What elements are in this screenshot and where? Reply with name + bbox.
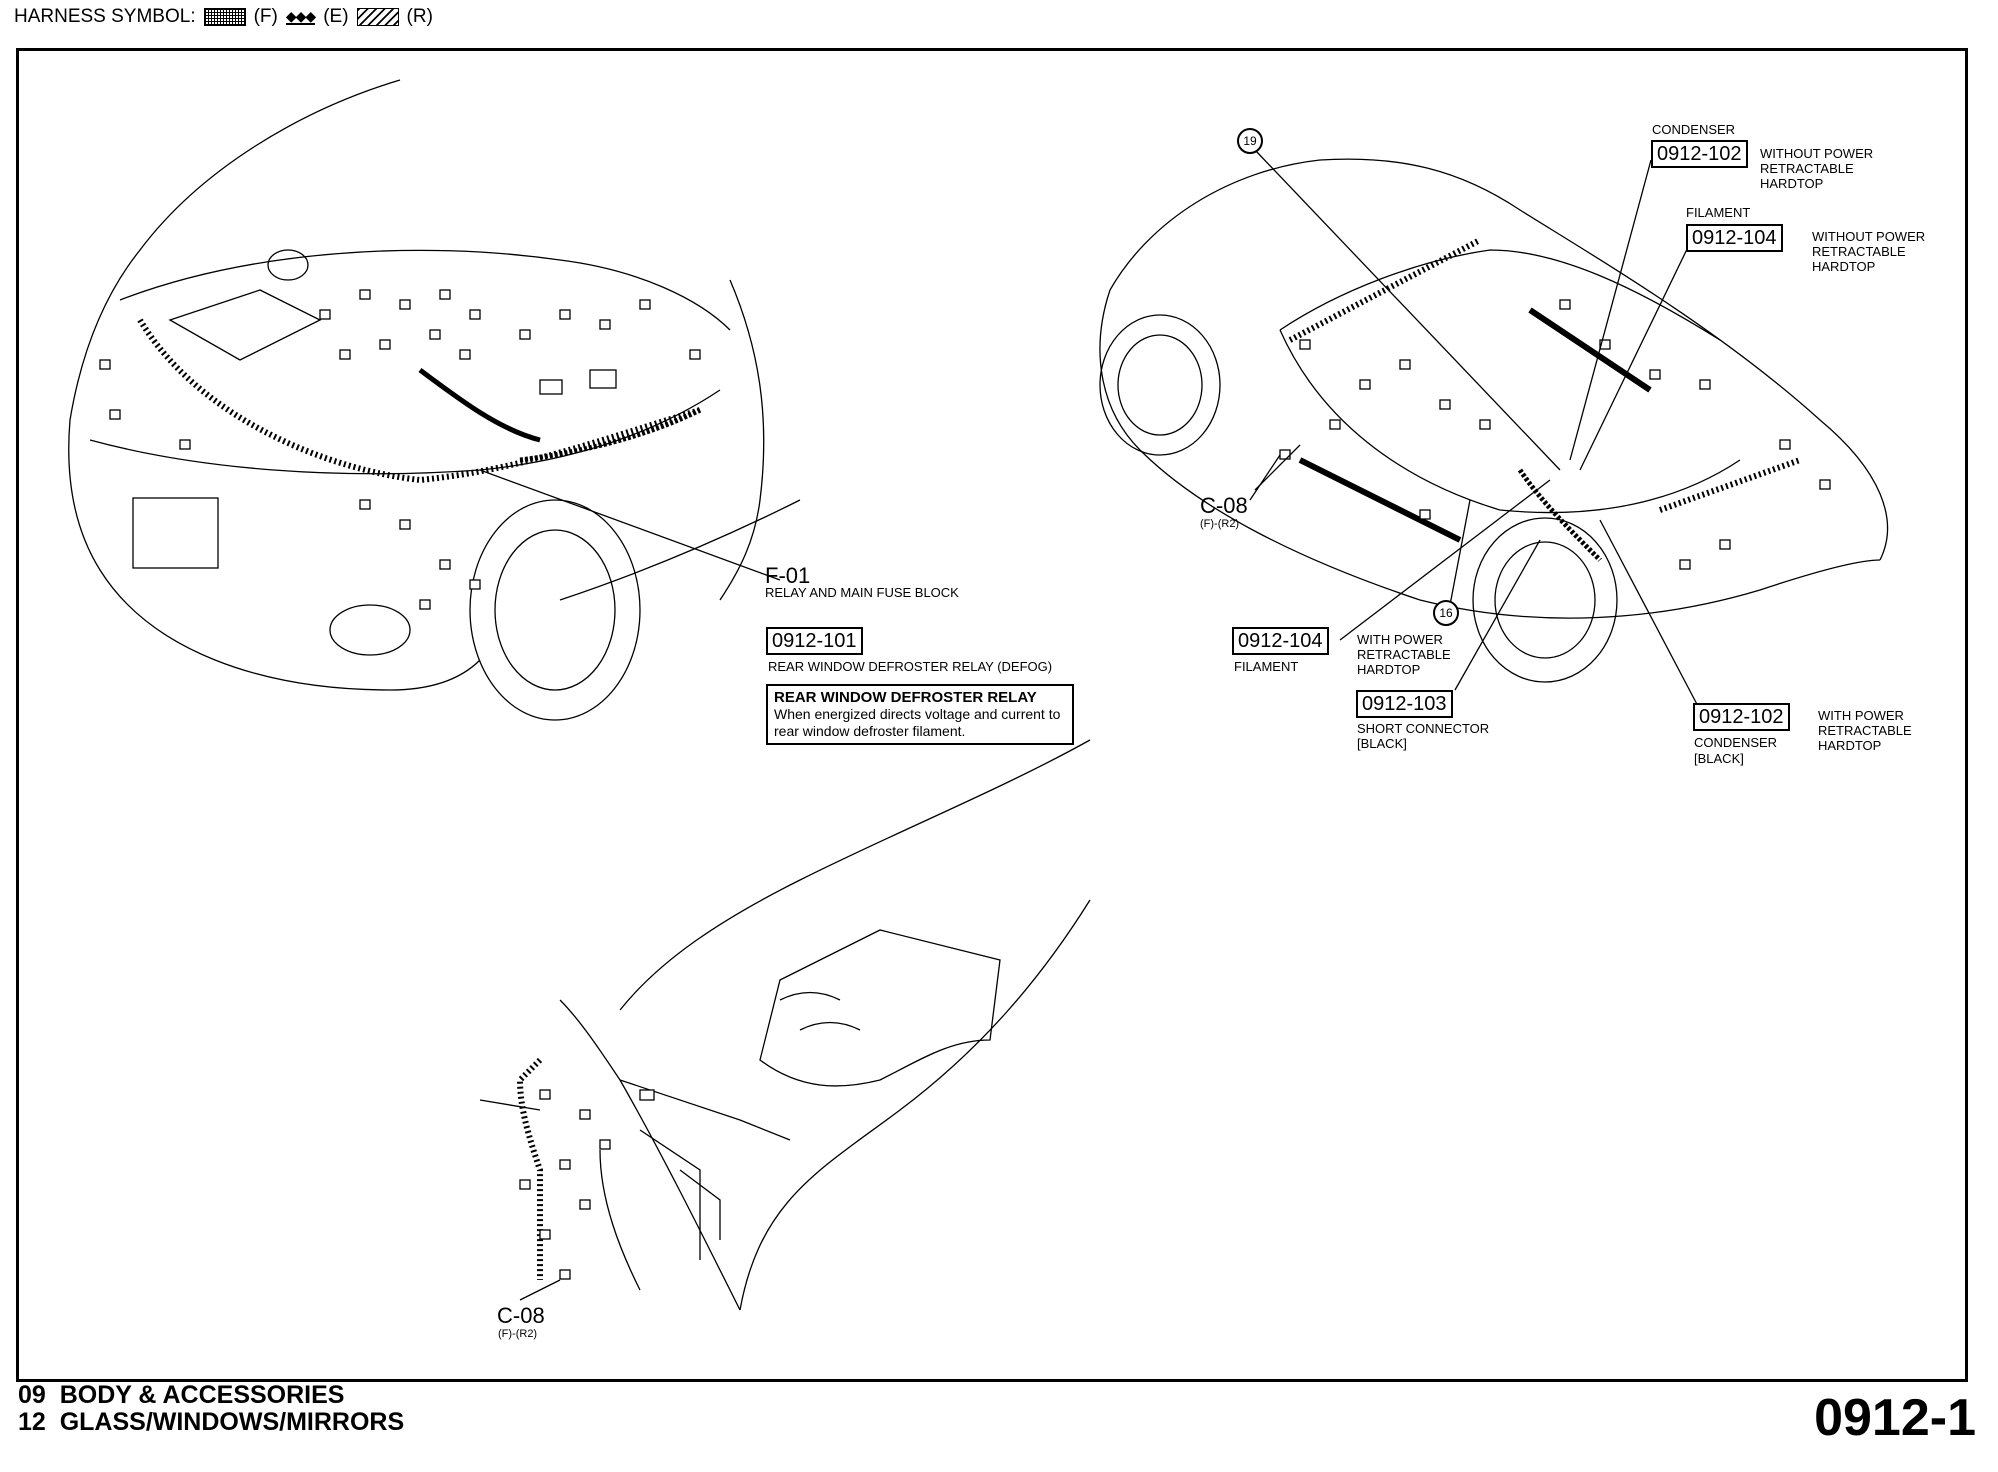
front-car-drawing — [68, 79, 801, 721]
pattern-r-swatch — [356, 8, 399, 26]
filament-bottom-note: WITH POWER RETRACTABLE HARDTOP — [1357, 632, 1451, 677]
defroster-relay-label: REAR WINDOW DEFROSTER RELAY (DEFOG) — [768, 659, 1053, 674]
short-connector-label: SHORT CONNECTOR [BLACK] — [1357, 721, 1490, 751]
condenser-top-title: CONDENSER — [1652, 122, 1736, 137]
code-0912-102-top: 0912-102 — [1651, 140, 1748, 168]
page-number: 0912-1 — [1814, 1389, 1976, 1447]
c08-bottom-id: C-08 — [497, 1303, 545, 1328]
rear-leader-lines — [1249, 149, 1701, 711]
condenser-bottom-note: WITH POWER RETRACTABLE HARDTOP — [1818, 708, 1912, 753]
f01-label: RELAY AND MAIN FUSE BLOCK — [765, 585, 959, 600]
condenser-bottom-title: CONDENSER — [1694, 735, 1778, 750]
relay-desc-text: When energized directs voltage and curre… — [774, 706, 1061, 739]
code-0912-103: 0912-103 — [1356, 690, 1453, 718]
legend-label: HARNESS SYMBOL: — [14, 6, 196, 27]
section-line-1: 09 BODY & ACCESSORIES — [18, 1381, 345, 1409]
rear-car-drawing — [1099, 158, 1888, 683]
condenser-top-note: WITHOUT POWER RETRACTABLE HARDTOP — [1760, 146, 1874, 191]
circle-marker-19: 19 — [1237, 128, 1263, 154]
legend-code-e: (E) — [323, 6, 349, 27]
pattern-f-swatch — [203, 8, 246, 26]
pattern-e-swatch: ◆◆◆ — [285, 8, 316, 25]
diagram-frame — [16, 48, 1968, 1382]
filament-bottom-title: FILAMENT — [1234, 659, 1299, 674]
condenser-bottom-sub: [BLACK] — [1694, 751, 1744, 766]
front-car-connectors — [99, 289, 701, 610]
section-titles: 09 BODY & ACCESSORIES 12 GLASS/WINDOWS/M… — [18, 1382, 404, 1436]
legend-code-f: (F) — [253, 6, 278, 27]
c08-bottom-sub: (F)-(R2) — [498, 1328, 538, 1340]
rear-car-connectors — [1279, 299, 1831, 570]
code-0912-104-top: 0912-104 — [1686, 224, 1783, 252]
code-0912-101: 0912-101 — [766, 627, 863, 655]
c08-top-sub: (F)-(R2) — [1200, 518, 1240, 530]
code-0912-104-bottom: 0912-104 — [1232, 627, 1329, 655]
interior-drawing — [479, 739, 1091, 1311]
section-line-2: 12 GLASS/WINDOWS/MIRRORS — [18, 1408, 405, 1436]
filament-top-note: WITHOUT POWER RETRACTABLE HARDTOP — [1812, 229, 1926, 274]
legend-code-r: (R) — [406, 6, 433, 27]
c08-top-leader — [1254, 444, 1301, 491]
c08-bottom-leader — [519, 1279, 561, 1301]
harness-symbol-legend: HARNESS SYMBOL: (F) ◆◆◆ (E) (R) — [14, 6, 433, 28]
code-0912-102-bottom: 0912-102 — [1693, 703, 1790, 731]
c08-top-id: C-08 — [1200, 493, 1248, 518]
interior-connectors — [519, 1089, 655, 1280]
filament-top-title: FILAMENT — [1686, 205, 1751, 220]
relay-desc-title: REAR WINDOW DEFROSTER RELAY — [774, 689, 1037, 706]
circle-marker-16: 16 — [1433, 600, 1459, 626]
relay-description-box: REAR WINDOW DEFROSTER RELAY When energiz… — [766, 684, 1074, 745]
f01-id: F-01 — [765, 563, 811, 588]
